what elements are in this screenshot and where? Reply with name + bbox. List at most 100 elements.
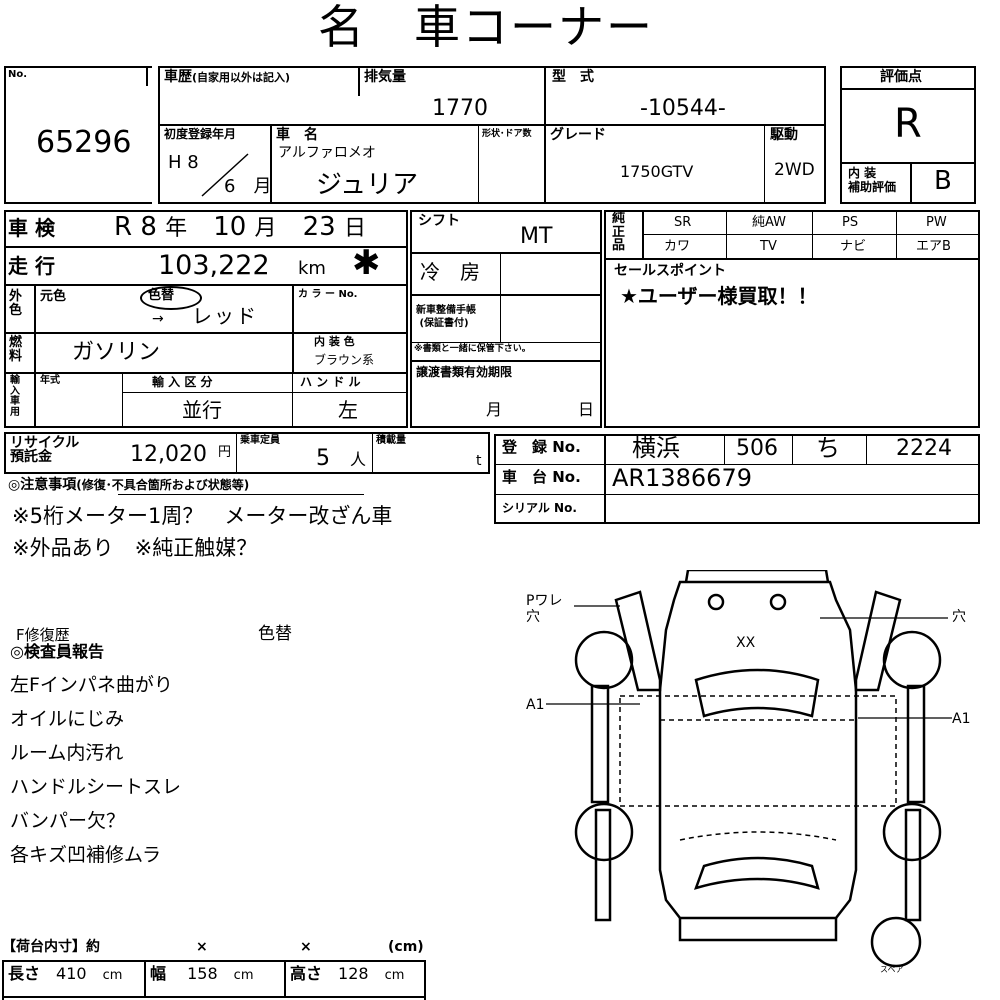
color-label: 外色 xyxy=(9,289,23,319)
wheel-front-left xyxy=(574,630,634,690)
left-rear-panel xyxy=(594,808,612,922)
import-year-label: 年式 xyxy=(40,375,60,386)
wheel-front-right xyxy=(882,630,942,690)
interior-label: 内 装補助評価 xyxy=(848,166,897,195)
recycle-value: 12,020 xyxy=(130,442,207,467)
reg-label: 登 録 No. xyxy=(502,438,581,456)
fuel-value: ガソリン xyxy=(72,340,161,365)
chassis-value: AR1386679 xyxy=(612,464,752,492)
import-class-value: 並行 xyxy=(182,398,222,422)
handle-label: ハ ン ド ル xyxy=(300,375,361,389)
capacity-value: 5 xyxy=(316,446,330,471)
load-label: 積載量 xyxy=(376,435,406,446)
mileage-label: 走 行 xyxy=(8,254,55,278)
left-door-front xyxy=(614,590,662,692)
diagram-a1-right: A1 xyxy=(952,711,971,727)
notes-label: ◎注意事項(修復･不具合箇所および状態等) xyxy=(8,477,250,493)
diagram-spare-label: スペア xyxy=(880,965,904,974)
inspector-item-4: ハンドルシートスレ xyxy=(10,776,182,798)
cargo-width: 幅 158 cm xyxy=(150,964,254,983)
int-color-value: ブラウン系 xyxy=(314,353,375,367)
mileage-unit: km xyxy=(298,258,326,279)
right-door-front xyxy=(854,590,902,692)
inspector-item-5: バンパー欠？ xyxy=(10,810,125,832)
reg-kana: ち xyxy=(816,434,840,462)
rear-window xyxy=(693,856,820,890)
inspector-item-2: オイルにじみ xyxy=(10,708,125,730)
diagram-xx: XX xyxy=(736,635,756,651)
interior-dashed xyxy=(619,695,897,807)
cargo-height: 高さ 128 cm xyxy=(290,964,405,983)
transfer-month: 月 xyxy=(486,400,503,419)
genuine-ps: PS xyxy=(842,215,859,230)
manual-note: ※書類と一緒に保管下さい。 xyxy=(414,344,531,354)
mileage-mark: ✱ xyxy=(352,243,381,283)
history-label: 車歴(自家用以外は記入) xyxy=(164,69,291,85)
chassis-label: 車 台 No. xyxy=(502,468,581,486)
capacity-label: 乗車定員 xyxy=(240,435,280,446)
transfer-label: 譲渡書類有効期限 xyxy=(416,365,513,379)
drive-label: 駆動 xyxy=(770,127,798,143)
serial-label: シリアル No. xyxy=(502,501,577,515)
car-maker: アルファロメオ xyxy=(278,145,376,161)
reg-class: 506 xyxy=(736,436,778,461)
car-body-outline xyxy=(658,580,858,920)
interior-score: B xyxy=(934,166,952,196)
diagram-pwre-label: Pワレ xyxy=(526,593,563,609)
car-name: ジュリア xyxy=(316,170,419,200)
page-title: 名 車コーナー xyxy=(318,0,654,54)
genuine-leather: カワ xyxy=(664,239,691,254)
reg-number: 2224 xyxy=(896,436,952,461)
cargo-unit: (cm) xyxy=(388,939,424,955)
handle-value: 左 xyxy=(338,398,358,422)
import-class-label: 輸 入 区 分 xyxy=(152,375,213,389)
vehicle-info-table xyxy=(158,66,826,204)
reg-area: 横浜 xyxy=(632,434,680,462)
headlight-right xyxy=(769,593,787,611)
cargo-label: 【荷台内寸】約 xyxy=(2,939,100,955)
first-reg-month: 6 月 xyxy=(224,176,272,197)
grade-label: グレード xyxy=(550,127,606,143)
diagram-ana-right: 穴 xyxy=(952,609,966,625)
first-reg-era: H 8 xyxy=(168,152,199,173)
inspection-date: R 8 年 10 月 23 日 xyxy=(114,212,366,242)
headlight-left xyxy=(707,593,725,611)
fuel-label: 燃料 xyxy=(9,335,23,365)
shift-label: シフト xyxy=(418,213,460,229)
recycle-row xyxy=(4,432,490,474)
inspector-label: ◎検査員報告 xyxy=(10,642,104,661)
spare-tire xyxy=(870,916,922,968)
wheel-rear-right xyxy=(882,802,942,862)
equipment-table xyxy=(410,210,602,428)
note-line-1: ※5桁メーター1周？ メーター改ざん車 xyxy=(12,504,393,528)
load-unit: t xyxy=(476,453,482,469)
color-value: レッド xyxy=(192,304,258,328)
grade-value: 1750GTV xyxy=(620,162,694,181)
genuine-aw: 純AW xyxy=(752,215,787,230)
genuine-label: 純正品 xyxy=(612,211,626,254)
right-side-panel xyxy=(906,684,926,804)
diagram-ana-left: 穴 xyxy=(526,609,540,625)
genuine-airbag: エアB xyxy=(916,239,951,254)
manual-label: 新車整備手帳 (保証書付) xyxy=(416,305,476,329)
note-line-2: ※外品あり ※純正触媒？ xyxy=(12,536,258,560)
inspector-item-6: 各キズ凹補修ムラ xyxy=(10,844,162,866)
inspector-item-1: 左Fインパネ曲がり xyxy=(10,674,173,696)
sales-label: セールスポイント xyxy=(614,263,726,279)
model-value: -10544- xyxy=(640,96,726,121)
color-code-label: カ ラ ー No. xyxy=(298,289,358,300)
recycle-label: リサイクル預託金 xyxy=(10,435,80,465)
drive-value: 2WD xyxy=(774,160,815,180)
genuine-sr: SR xyxy=(674,215,692,230)
lot-number: 65296 xyxy=(36,125,132,160)
displacement-value: 1770 xyxy=(432,96,488,121)
ac-label: 冷 房 xyxy=(420,260,480,284)
color-arrow: → xyxy=(152,311,164,327)
diagram-a1-left: A1 xyxy=(526,697,545,713)
repaint-circle xyxy=(140,286,202,310)
lot-no-label: No. xyxy=(8,69,28,80)
model-label: 型 式 xyxy=(552,69,594,85)
score-box xyxy=(840,66,976,204)
front-bumper xyxy=(684,570,830,583)
first-reg-label: 初度登録年月 xyxy=(164,127,237,141)
